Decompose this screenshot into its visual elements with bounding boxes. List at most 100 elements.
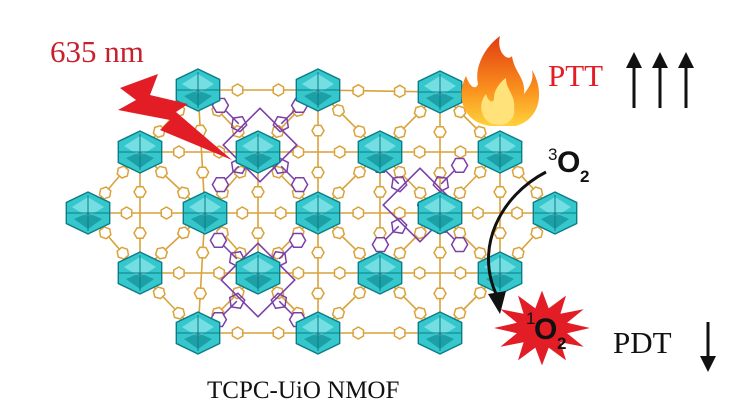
phenyl-ring — [251, 227, 265, 240]
zr-cluster — [417, 70, 463, 114]
zr-cluster — [295, 68, 341, 112]
phenyl-ring — [473, 246, 487, 260]
meso-phenyl-ring — [211, 176, 230, 193]
phenyl-ring — [454, 266, 467, 280]
pyrrole-ring — [390, 217, 408, 235]
phenyl-ring — [413, 105, 427, 119]
pyrrole-ring — [432, 175, 450, 193]
phenyl-ring — [154, 165, 169, 179]
phenyl-ring — [133, 227, 147, 240]
phenyl-ring — [473, 286, 487, 300]
phenyl-ring — [160, 206, 173, 220]
ptt-label: PTT — [548, 58, 603, 93]
meso-phenyl-ring — [371, 236, 390, 253]
phenyl-ring — [333, 145, 346, 159]
phenyl-ring — [530, 186, 544, 200]
phenyl-ring — [493, 185, 507, 198]
phenyl-ring — [272, 326, 285, 340]
phenyl-ring — [352, 286, 367, 300]
pyrrole-ring — [230, 115, 248, 133]
pdt-label: PDT — [613, 325, 672, 360]
phenyl-ring — [413, 306, 427, 320]
phenyl-ring — [413, 266, 426, 280]
phenyl-ring — [530, 226, 544, 240]
phenyl-ring — [453, 306, 467, 320]
pyrrole-ring — [270, 292, 288, 310]
conversion-arrow — [487, 170, 547, 297]
phenyl-ring — [193, 287, 208, 300]
zr-cluster — [235, 251, 281, 295]
phenyl-ring — [176, 226, 191, 240]
singlet-oxygen-sub: 2 — [557, 334, 566, 353]
phenyl-ring — [331, 226, 346, 240]
phenyl-ring — [352, 246, 367, 260]
phenyl-ring — [176, 186, 191, 200]
starburst-icon — [494, 290, 590, 366]
zr-cluster — [357, 130, 403, 174]
lightning-bolt-icon — [118, 74, 232, 160]
phenyl-ring — [195, 246, 210, 259]
phenyl-ring — [493, 227, 507, 240]
zr-cluster — [417, 191, 463, 235]
phenyl-ring — [120, 206, 133, 220]
phenyl-ring — [373, 185, 387, 198]
triplet-oxygen-label: 3 O 2 — [548, 145, 589, 186]
phenyl-ring — [352, 83, 365, 98]
zr-cluster-nodes — [65, 68, 578, 355]
mof-label: TCPC-UiO NMOF — [207, 377, 399, 404]
pyrrole-ring — [272, 115, 290, 133]
phenyl-ring — [352, 165, 367, 179]
conversion-arrowhead — [488, 291, 506, 314]
zr-cluster — [117, 130, 163, 174]
phenyl-ring — [98, 226, 112, 240]
phenyl-ring — [213, 266, 226, 280]
phenyl-ring — [393, 165, 407, 179]
phenyl-ring — [195, 166, 210, 179]
up-arrows-icon — [626, 52, 694, 108]
meso-phenyl-ring — [288, 232, 307, 249]
phenyl-ring — [453, 186, 467, 200]
phenyl-ring — [393, 246, 407, 260]
phenyl-ring — [271, 246, 285, 260]
singlet-oxygen-sup: 1 — [526, 309, 535, 328]
phenyl-ring — [172, 145, 185, 159]
meso-phenyl-ring — [450, 157, 469, 174]
triplet-oxygen-sup: 3 — [548, 145, 557, 164]
phenyl-ring — [433, 125, 447, 138]
zr-cluster — [532, 191, 578, 235]
phenyl-ring — [152, 286, 166, 300]
singlet-oxygen-base: O — [534, 313, 557, 346]
phenyl-ring — [511, 165, 525, 179]
phenyl-ring — [236, 206, 249, 220]
phenyl-ring — [473, 165, 487, 179]
phenyl-ring — [331, 186, 346, 200]
phenyl-ring — [352, 326, 365, 340]
phenyl-ring — [231, 83, 244, 97]
phenyl-ring — [172, 266, 185, 280]
phenyl-ring — [116, 165, 130, 179]
phenyl-ring — [433, 287, 447, 300]
phenyl-ring — [274, 206, 287, 220]
phenyl-ring — [454, 145, 467, 159]
phenyl-ring — [393, 84, 406, 99]
triplet-oxygen-sub: 2 — [580, 167, 589, 186]
phenyl-ring — [311, 124, 325, 137]
meso-phenyl-ring — [209, 232, 228, 249]
pyrrole-ring — [390, 175, 408, 193]
phenyl-ring — [272, 83, 285, 97]
phenyl-ring — [473, 125, 487, 139]
phenyl-ring — [98, 186, 112, 200]
phenyl-ring — [333, 266, 346, 280]
phenyl-ring — [154, 246, 169, 260]
phenyl-ring — [413, 145, 426, 159]
phenyl-ring — [511, 206, 523, 220]
zr-cluster — [175, 311, 221, 355]
zr-cluster — [477, 130, 523, 174]
zr-cluster — [182, 191, 228, 235]
phenyl-ring — [511, 246, 525, 260]
down-arrow-icon — [700, 322, 716, 372]
phenyl-ring — [393, 326, 406, 340]
zr-cluster — [417, 311, 463, 355]
flame-icon — [461, 36, 540, 126]
